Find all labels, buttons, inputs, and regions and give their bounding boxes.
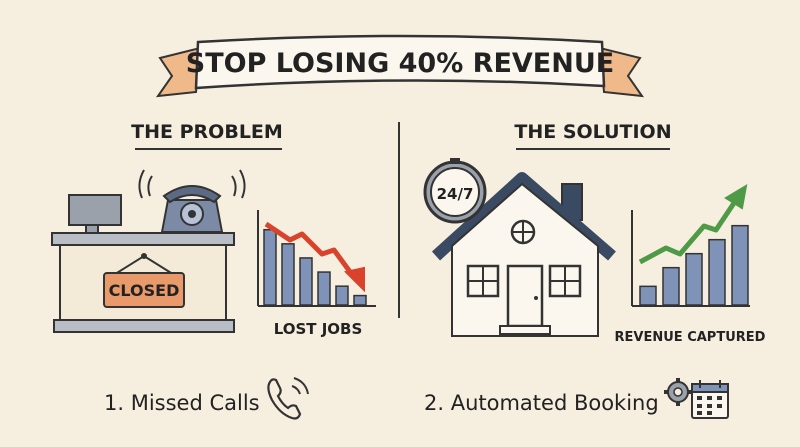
lost-jobs-bar <box>335 285 349 306</box>
revenue-captured-label: REVENUE CAPTURED <box>615 330 766 345</box>
house-door <box>506 264 544 328</box>
monitor-icon <box>68 194 122 226</box>
clock-icon: 24/7 <box>423 158 487 224</box>
automated-booking-caption: 2. Automated Booking <box>424 391 659 415</box>
down-trend-arrow <box>264 221 359 282</box>
reception-desk: CLOSED <box>51 194 235 333</box>
title-banner: STOP LOSING 40% REVENUE <box>155 34 645 98</box>
problem-heading: THE PROBLEM <box>131 121 283 143</box>
lost-jobs-bar <box>281 243 295 306</box>
missed-calls-caption: 1. Missed Calls <box>104 391 260 415</box>
clock-text: 24/7 <box>437 185 474 203</box>
revenue-bar <box>662 266 680 306</box>
up-arrow-head <box>724 184 748 210</box>
lost-jobs-bar <box>317 271 331 306</box>
lost-jobs-chart <box>257 210 376 307</box>
closed-sign <box>103 272 185 308</box>
revenue-bar <box>708 238 726 306</box>
revenue-bar <box>685 252 703 306</box>
lost-jobs-label: LOST JOBS <box>274 320 363 338</box>
banner-title: STOP LOSING 40% REVENUE <box>186 48 614 79</box>
revenue-bar <box>731 224 749 306</box>
house-illustration <box>431 172 616 337</box>
phone-icon <box>267 377 309 420</box>
revenue-bar <box>639 285 657 306</box>
revenue-chart <box>631 184 750 307</box>
telephone-icon <box>138 169 246 233</box>
lost-jobs-bar <box>353 294 367 306</box>
gear-calendar-icon <box>664 378 729 419</box>
down-arrow-head <box>344 266 365 293</box>
solution-heading: THE SOLUTION <box>514 121 671 143</box>
lost-jobs-bar <box>263 228 277 306</box>
closed-sign-text: CLOSED <box>109 281 180 300</box>
lost-jobs-bar <box>299 257 313 306</box>
up-trend-arrow <box>638 198 739 265</box>
